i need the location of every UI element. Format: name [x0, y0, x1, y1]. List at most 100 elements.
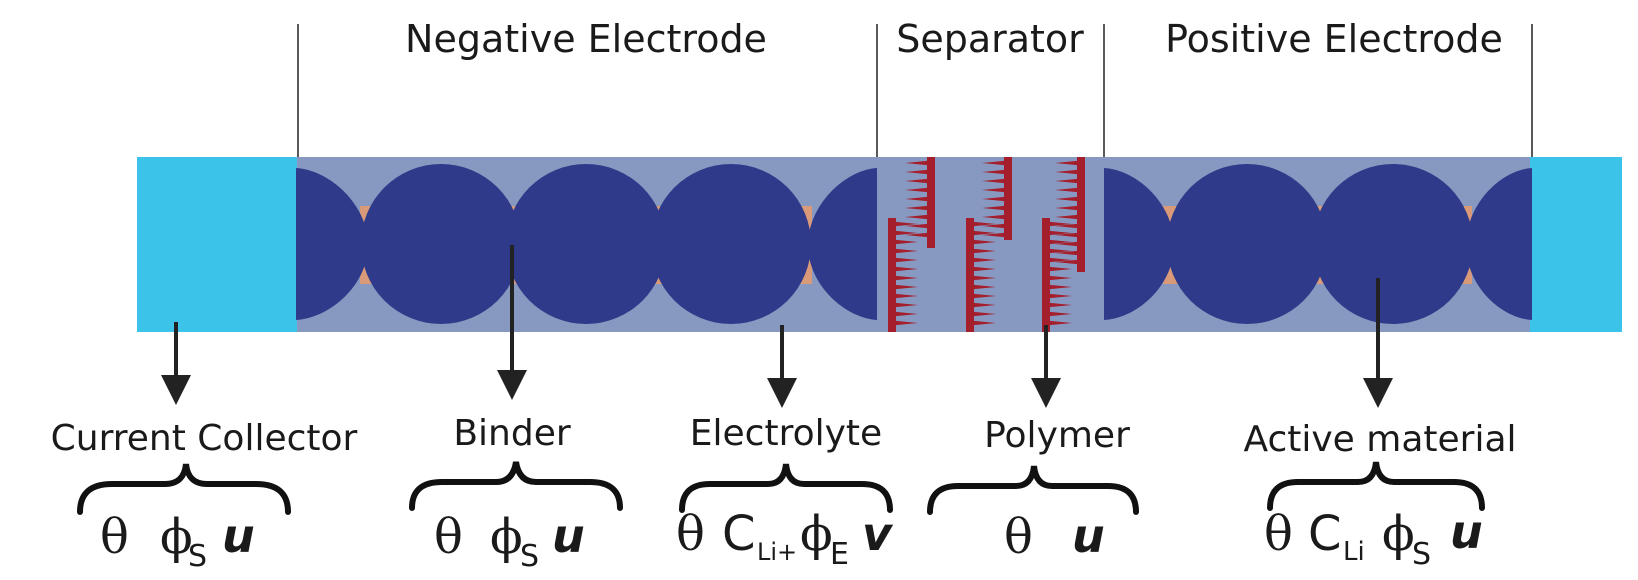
polymer-side-group	[1055, 241, 1081, 247]
polymer-side-group	[892, 230, 918, 236]
polymer-side-group	[905, 232, 931, 238]
polymer-side-group	[970, 320, 996, 326]
polymer-side-group	[970, 311, 996, 317]
polymer-side-group	[905, 178, 931, 184]
polymer-side-group	[970, 284, 996, 290]
polymer-side-group	[970, 266, 996, 272]
phi-symbol: ϕ	[160, 509, 193, 565]
polymer-side-group	[982, 160, 1008, 166]
phi-symbol: ϕ	[800, 506, 833, 562]
polymer-side-group	[892, 239, 918, 245]
vars-current-collector: θ ϕ S u	[100, 509, 255, 574]
polymer-side-group	[970, 302, 996, 308]
polymer-side-group	[970, 239, 996, 245]
u-symbol: u	[1450, 505, 1483, 559]
u-symbol: u	[222, 509, 255, 563]
region-dividers	[297, 24, 1533, 158]
polymer-side-group	[892, 221, 918, 227]
brace-current-collector	[77, 463, 291, 515]
polymer-side-group	[905, 205, 931, 211]
active-particle	[1313, 164, 1473, 324]
polymer-side-group	[970, 293, 996, 299]
theta-symbol: θ	[1264, 506, 1293, 562]
theta-symbol: θ	[100, 509, 129, 565]
polymer-side-group	[982, 223, 1008, 229]
electrolyte-label: Electrolyte	[690, 413, 882, 454]
current-collector-right	[1530, 157, 1622, 332]
polymer-side-group	[1055, 178, 1081, 184]
polymer-side-group	[892, 293, 918, 299]
polymer-side-group	[892, 284, 918, 290]
polymer-side-group	[1046, 284, 1072, 290]
polymer-side-group	[892, 275, 918, 281]
polymer-chain	[1042, 218, 1050, 332]
current-collector-label: Current Collector	[51, 418, 358, 459]
polymer-side-group	[1046, 266, 1072, 272]
polymer-side-group	[1055, 259, 1081, 265]
polymer-side-group	[1046, 257, 1072, 263]
polymer-side-group	[905, 187, 931, 193]
phi-symbol: ϕ	[1382, 506, 1415, 562]
polymer-side-group	[905, 196, 931, 202]
brace-binder	[409, 461, 623, 511]
c-symbol: C	[722, 506, 756, 562]
polymer-side-group	[1046, 311, 1072, 317]
brace-active-material	[1267, 461, 1485, 511]
theta-symbol: θ	[1004, 509, 1033, 565]
polymer-side-group	[1046, 248, 1072, 254]
polymer-side-group	[905, 160, 931, 166]
polymer-side-group	[1055, 223, 1081, 229]
phi-subscript: E	[830, 537, 849, 572]
polymer-chain	[927, 157, 935, 248]
polymer-chain	[966, 218, 974, 332]
vars-binder: θ ϕ S u	[434, 509, 585, 574]
active-material-label: Active material	[1243, 419, 1516, 460]
polymer-side-group	[982, 187, 1008, 193]
polymer-side-group	[905, 214, 931, 220]
brace-polymer	[927, 465, 1139, 515]
polymer-side-group	[905, 223, 931, 229]
polymer-side-group	[1046, 293, 1072, 299]
polymer-side-group	[982, 205, 1008, 211]
polymer-side-group	[970, 221, 996, 227]
phi-subscript: S	[188, 539, 207, 574]
polymer-side-group	[970, 257, 996, 263]
arrow-binder	[497, 245, 527, 400]
negative-electrode-label: Negative Electrode	[405, 17, 767, 61]
u-symbol: u	[1072, 509, 1105, 563]
polymer-side-group	[1046, 221, 1072, 227]
braces	[77, 461, 1485, 515]
polymer-side-group	[892, 257, 918, 263]
c-symbol: C	[1308, 506, 1342, 562]
positive-particles	[1104, 164, 1532, 324]
phi-subscript: S	[520, 539, 539, 574]
polymer-side-group	[982, 169, 1008, 175]
polymer-chain	[888, 218, 896, 332]
polymer-side-group	[1046, 320, 1072, 326]
polymer-side-group	[1046, 302, 1072, 308]
polymer-side-group	[1055, 205, 1081, 211]
binder-label: Binder	[453, 413, 571, 454]
arrow-electrolyte	[767, 325, 797, 408]
polymer-side-group	[1055, 250, 1081, 256]
polymer-side-group	[1055, 169, 1081, 175]
cell-body	[137, 157, 1622, 332]
polymer-side-group	[892, 320, 918, 326]
polymer-side-group	[982, 196, 1008, 202]
c-subscript: Li	[1343, 537, 1365, 567]
active-particle	[1167, 164, 1327, 324]
polymer-side-group	[1055, 196, 1081, 202]
polymer-side-group	[1046, 230, 1072, 236]
active-particle	[506, 164, 666, 324]
active-particle	[361, 164, 521, 324]
polymer-side-group	[1046, 275, 1072, 281]
theta-symbol: θ	[434, 509, 463, 565]
phi-symbol: ϕ	[490, 509, 523, 565]
polymer-side-group	[970, 275, 996, 281]
theta-symbol: θ	[676, 506, 705, 562]
separator-label: Separator	[896, 17, 1084, 61]
arrow-active-material	[1363, 278, 1393, 408]
arrow-polymer	[1031, 325, 1061, 408]
polymer-side-group	[905, 169, 931, 175]
